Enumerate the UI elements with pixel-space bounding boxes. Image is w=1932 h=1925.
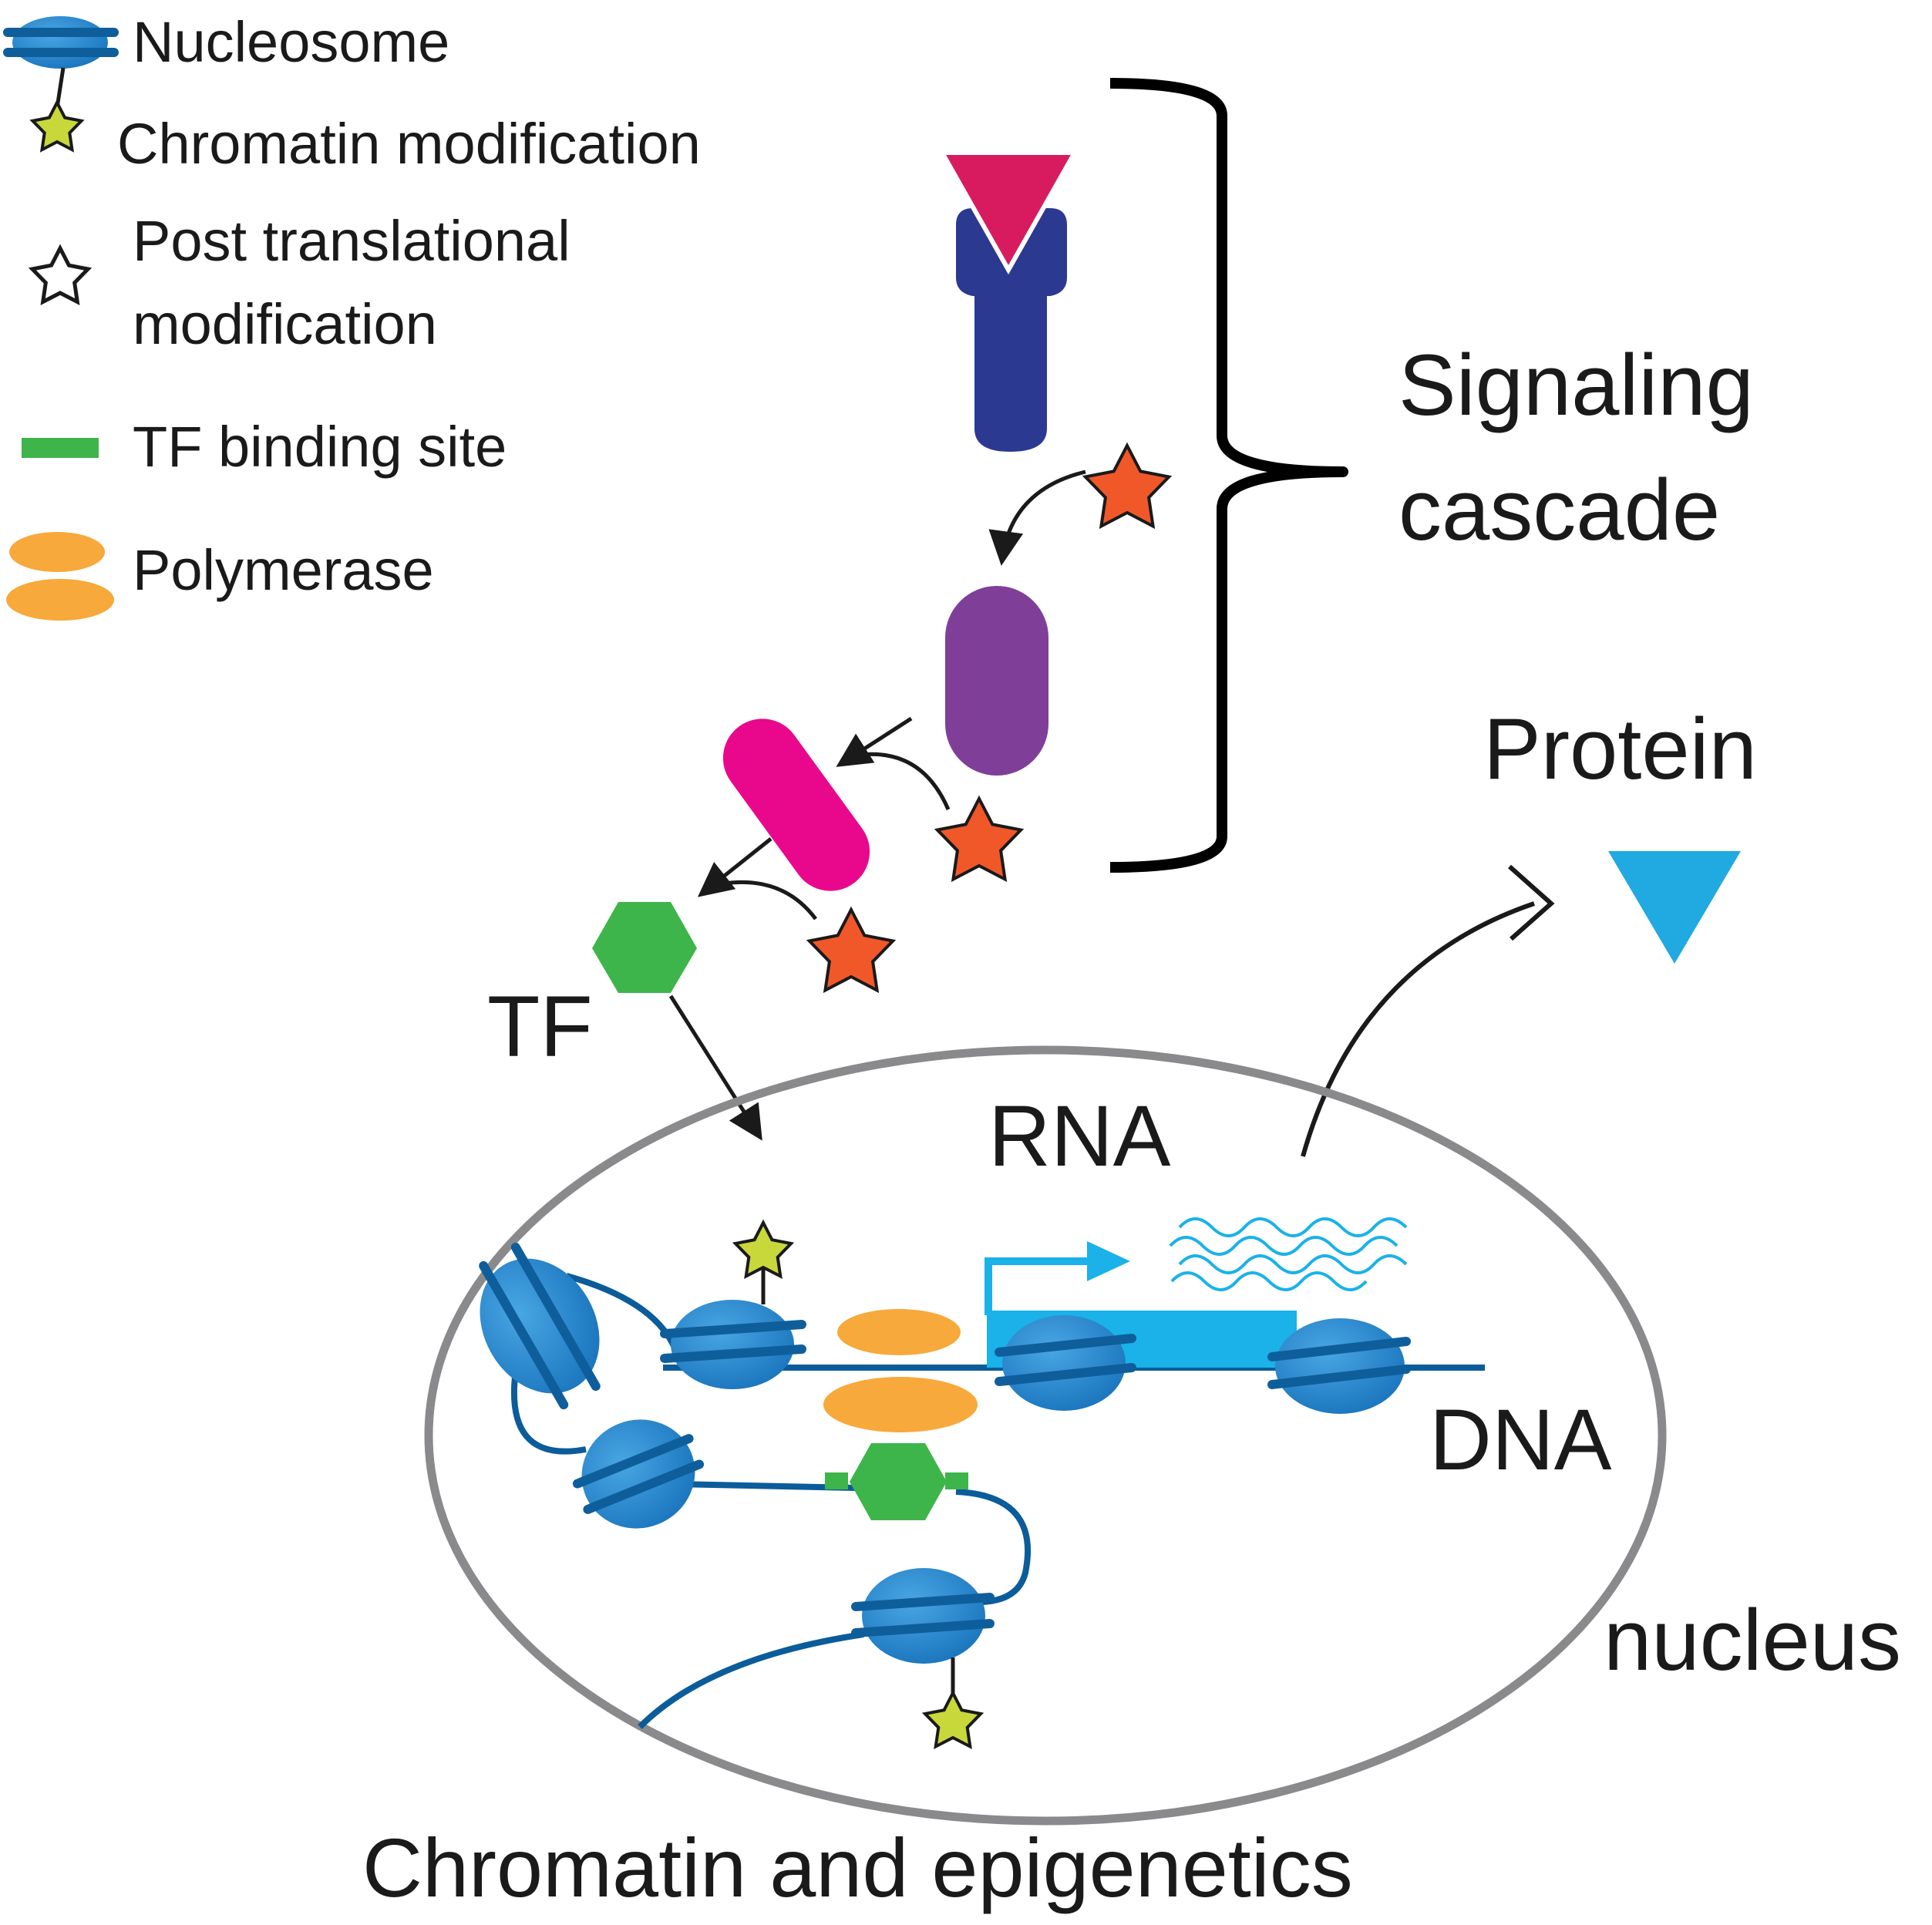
dna-strand [510,1364,587,1455]
nucleosome-icon [479,1242,601,1410]
dna-label: DNA [1429,1392,1612,1488]
rna-label: RNA [988,1088,1171,1184]
tf-binding-site-icon [945,1472,968,1489]
ptm-star-icon [28,244,93,305]
nucleosome-icon [851,1568,995,1664]
chromatin-modification-star-icon [29,99,85,153]
nucleus-label: nucleus [1604,1592,1901,1688]
protein-label: Protein [1483,701,1757,797]
nucleosome-icon [660,1300,806,1389]
activation-arrow [707,880,817,920]
protein-triangle-icon [1608,851,1741,964]
ptm-star-icon [806,906,897,994]
activation-arrow [988,469,1086,566]
signaling-cascade [592,78,1348,1141]
tss-arrowhead-icon [1087,1241,1130,1281]
chromatin-modification-star-icon [732,1219,795,1280]
legend-polymerase-label: Polymerase [133,538,434,602]
dna-strand [638,1631,864,1729]
legend-ptm-label-line1: Post translational [133,209,571,273]
kinase-2 [722,719,870,891]
figure-title: Chromatin and epigenetics [362,1821,1353,1914]
legend-tf-binding-site-label: TF binding site [133,415,507,479]
nucleus-membrane [424,1045,1667,1826]
kinase-1 [945,586,1048,776]
legend-chromatin-modification-label: Chromatin modification [117,112,701,176]
polymerase-icon [823,1309,978,1432]
dna-strand [955,1489,1032,1606]
signaling-cascade-label-line1: Signaling [1399,337,1754,433]
tf-label: TF [487,978,593,1075]
signaling-cascade-label-line2: cascade [1399,462,1720,558]
nucleosome-icon [3,16,119,69]
rna-transcripts [1169,1217,1408,1291]
tss-arrow [985,1257,1092,1315]
legend: Nucleosome Chromatin modification Post t… [3,10,701,621]
activation-arrow [846,752,951,810]
tf-import-arrow [668,994,762,1141]
chromatin-modification-star-icon [921,1689,985,1750]
legend-ptm-label-line2: modification [133,292,437,356]
receptor [956,208,1067,452]
ptm-star-icon [1082,442,1173,530]
tf-hexagon-icon [592,902,697,993]
translation-arrow [1301,901,1535,1157]
signaling-bracket-icon [1109,78,1348,873]
ptm-star-icon [934,795,1025,883]
ligand-triangle-icon [937,150,1079,275]
arrow-head-icon [1508,864,1555,941]
legend-nucleosome-label: Nucleosome [133,10,449,74]
tf-binding-site-icon [825,1472,848,1489]
nucleus [424,1045,1667,1826]
nucleosome-icon [572,1419,705,1529]
tf-hexagon-icon [850,1443,947,1520]
nucleosome-icon [1267,1318,1411,1414]
tf-binding-site-icon [22,438,99,458]
nucleosome-icon [995,1315,1136,1411]
polymerase-icon [6,532,114,621]
